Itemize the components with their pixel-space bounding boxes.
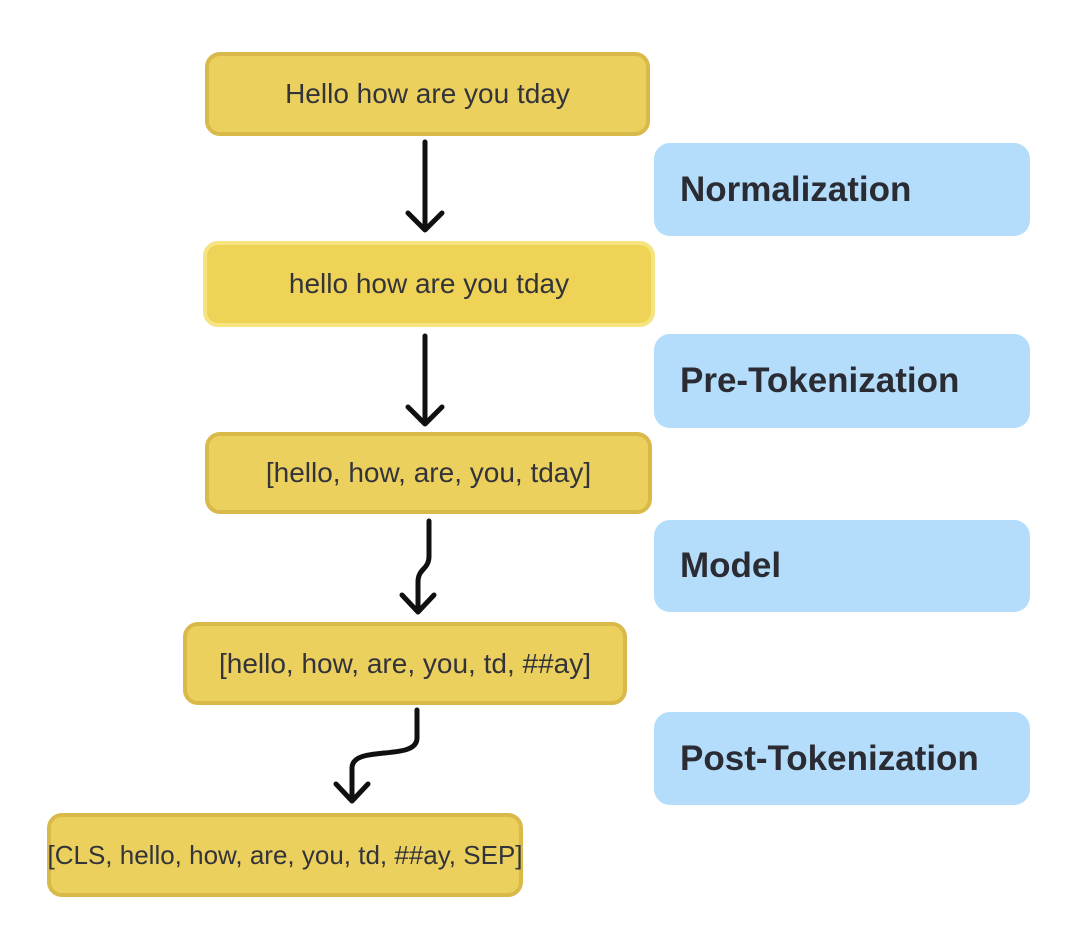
node-final-output-list-label: [CLS, hello, how, are, you, td, ##ay, SE… [47, 839, 523, 870]
node-final-output-list: [CLS, hello, how, are, you, td, ##ay, SE… [47, 813, 523, 897]
stage-normalization: Normalization [654, 143, 1030, 236]
node-model-output-list: [hello, how, are, you, td, ##ay] [183, 622, 627, 705]
stage-post-tokenization-label: Post-Tokenization [680, 738, 979, 778]
stage-model-label: Model [680, 546, 782, 585]
stage-normalization-label: Normalization [680, 169, 912, 209]
node-normalized-text: hello how are you tday [203, 241, 655, 327]
stage-post-tokenization: Post-Tokenization [654, 712, 1030, 805]
stage-pre-tokenization: Pre-Tokenization [654, 334, 1030, 428]
node-normalized-text-label: hello how are you tday [288, 268, 570, 299]
arrow-down-icon-normalization [405, 139, 445, 233]
stage-model: Model [654, 520, 1030, 612]
arrow-down-curved-icon-post-tokenization [333, 707, 420, 804]
node-pretokenized-list: [hello, how, are, you, tday] [205, 432, 652, 514]
node-pretokenized-list-label: [hello, how, are, you, tday] [265, 457, 592, 488]
arrow-down-curved-icon-model [399, 518, 437, 615]
stage-pre-tokenization-label: Pre-Tokenization [680, 361, 960, 400]
node-input-text-label: Hello how are you tday [285, 78, 570, 109]
node-model-output-list-label: [hello, how, are, you, td, ##ay] [218, 647, 591, 679]
node-input-text: Hello how are you tday [205, 52, 650, 136]
arrow-down-icon-pre-tokenization [405, 333, 445, 427]
